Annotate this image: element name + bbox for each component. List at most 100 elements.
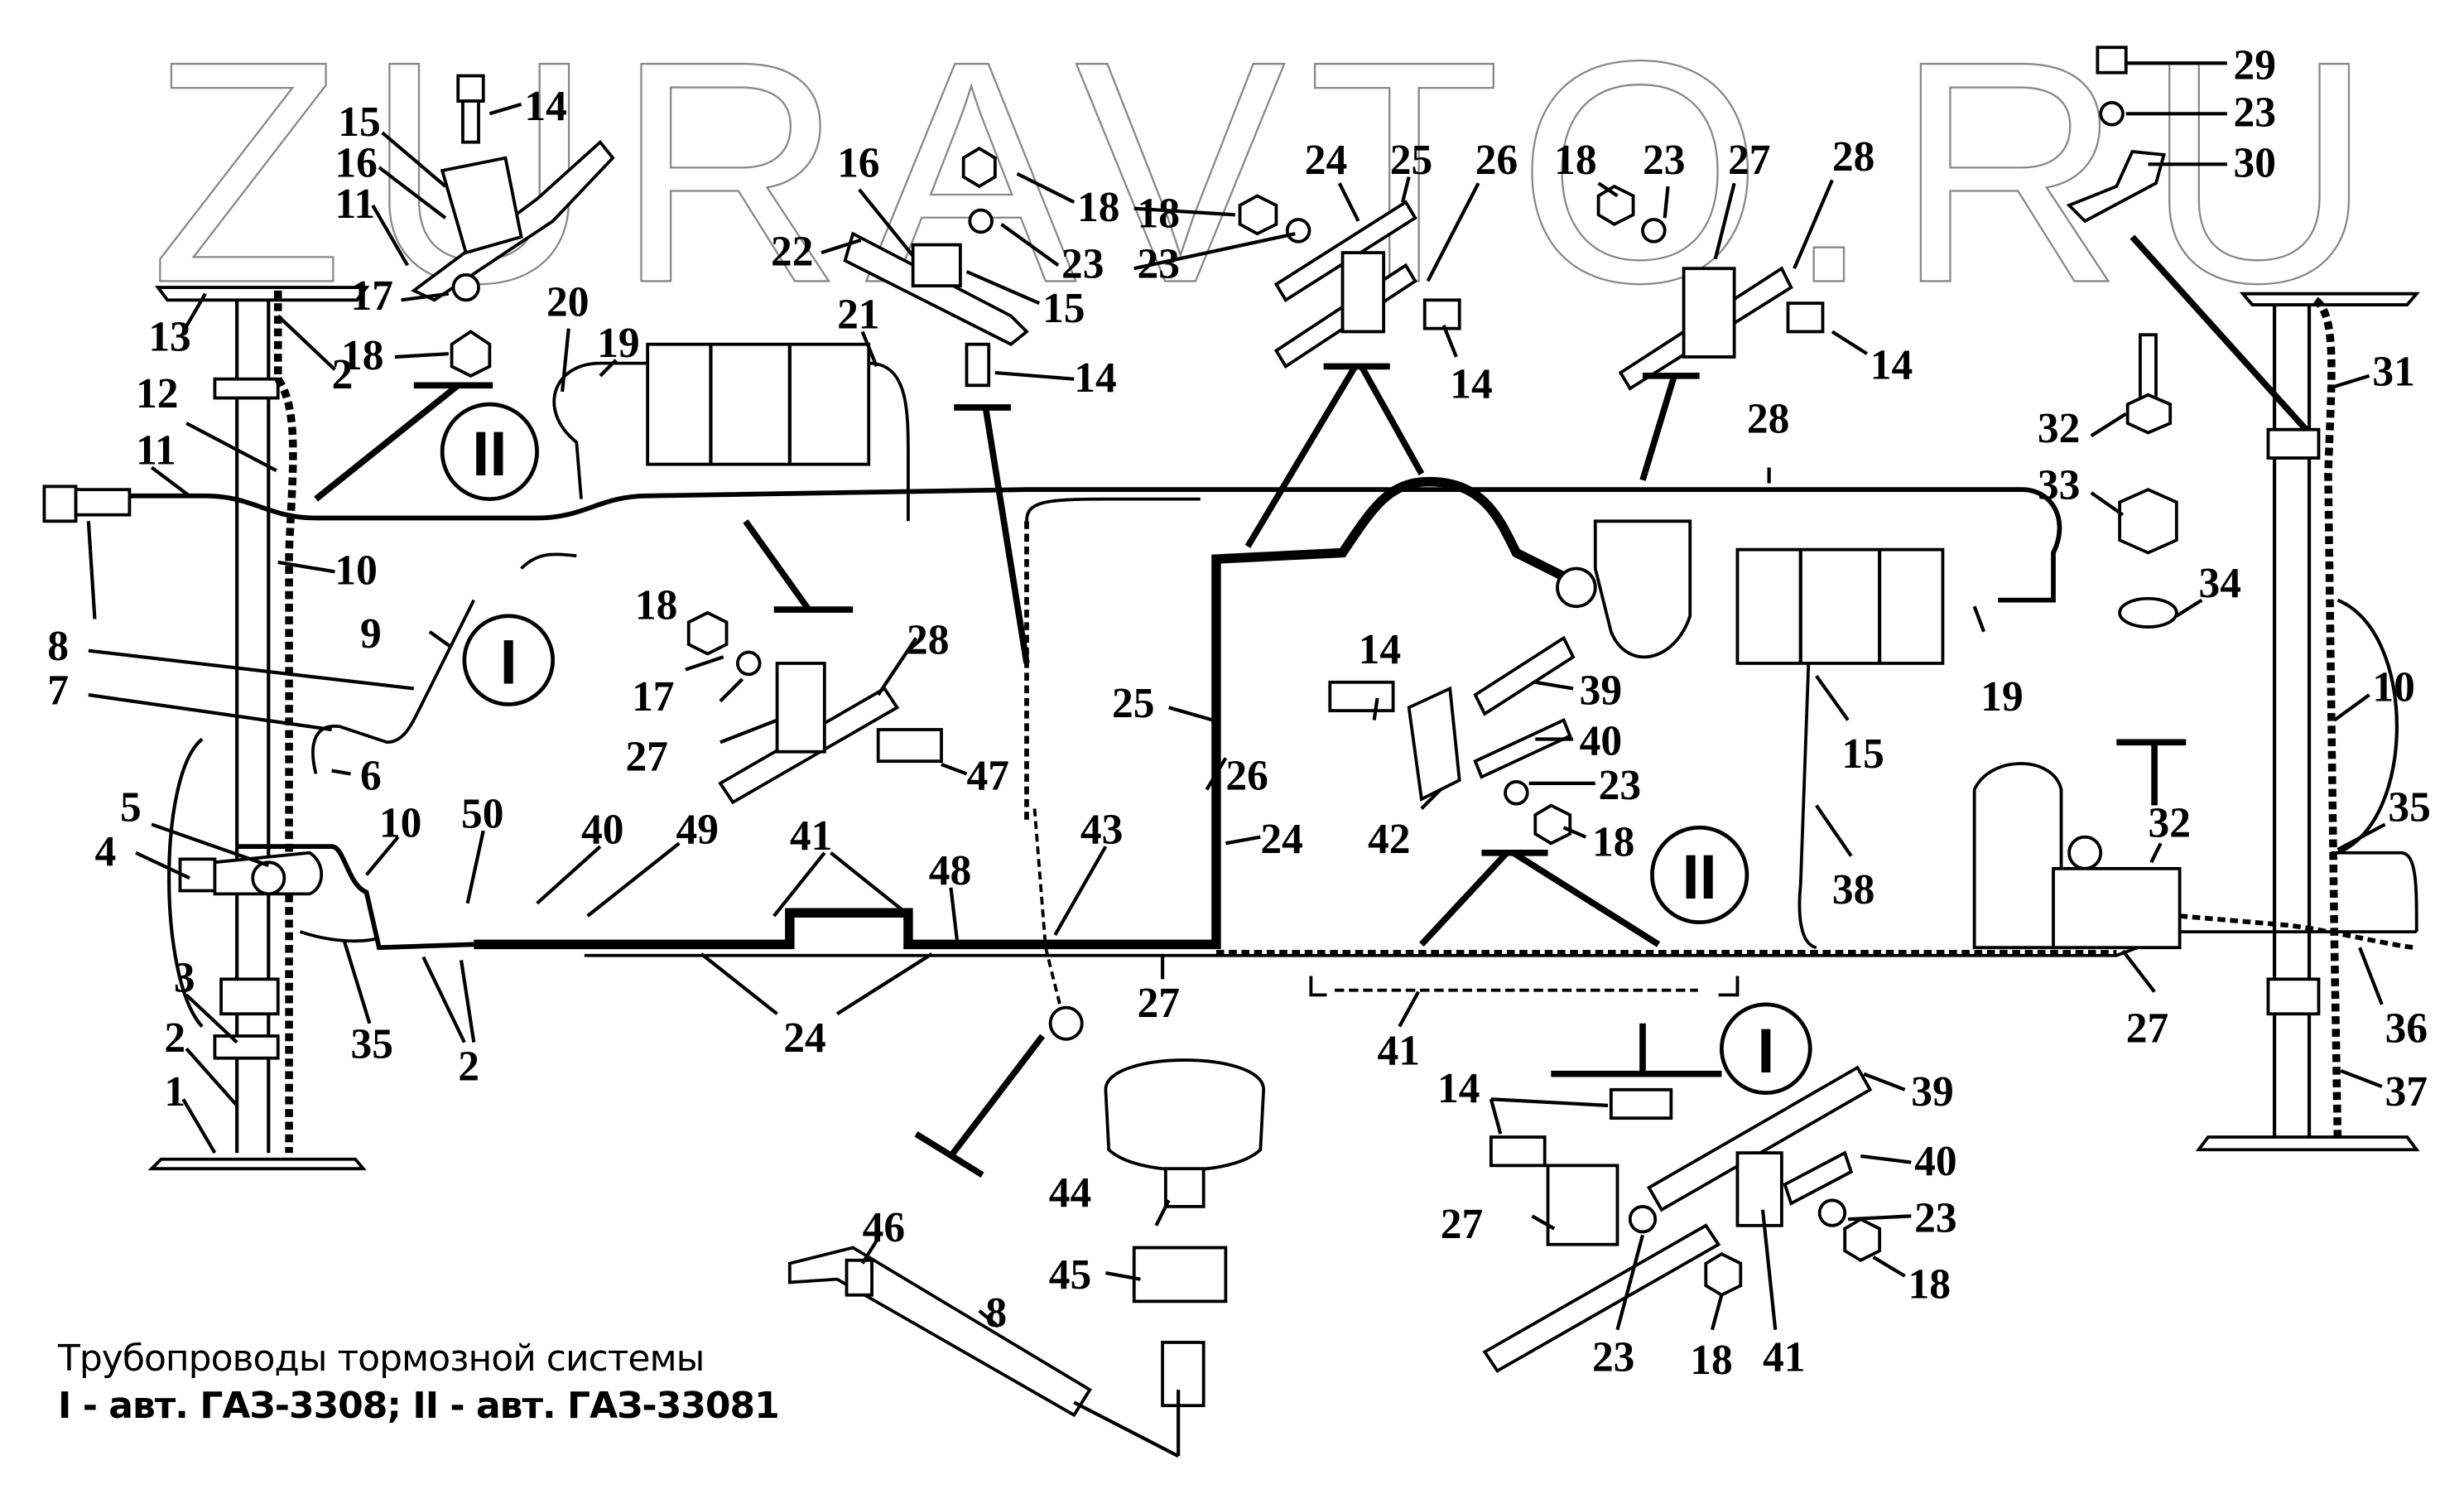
filter-44: [1104, 1058, 1266, 1172]
variant-marker-i-right: I: [1720, 1002, 1812, 1096]
callout: 23: [1914, 1194, 1956, 1241]
callout: 39: [1911, 1068, 1953, 1116]
nut-18g: [1704, 1251, 1743, 1297]
callout: 23: [1061, 241, 1104, 288]
callout: 5: [120, 784, 142, 831]
svg-text:II: II: [472, 419, 507, 489]
callout: 23: [1643, 137, 1685, 184]
callout: 19: [597, 320, 639, 367]
callout: 27: [1728, 137, 1770, 184]
callout: 2: [458, 1043, 479, 1090]
callout: 43: [1080, 806, 1123, 853]
callout: 12: [136, 370, 178, 417]
callout: 14: [524, 83, 566, 130]
callout: 25: [1112, 680, 1154, 727]
nut-18h: [1843, 1217, 1882, 1262]
callout: 27: [1138, 980, 1180, 1027]
callout: 47: [967, 752, 1009, 799]
callout: 49: [676, 806, 718, 853]
diagram-caption: Трубопроводы тормозной системы I - авт. …: [58, 1335, 780, 1429]
fitting-33: [2118, 488, 2178, 555]
callout: 14: [1437, 1065, 1480, 1112]
tube-39: [1473, 635, 1576, 716]
air-tank-right: [1735, 547, 1945, 950]
callout: 23: [1599, 762, 1641, 809]
front-axle-left: [147, 286, 370, 1171]
callout: 27: [1441, 1201, 1483, 1248]
callout: 2: [332, 351, 354, 398]
clamp-30: [2066, 150, 2166, 224]
washer-23g: [1628, 1205, 1658, 1234]
washer-17b: [735, 650, 762, 677]
watermark: ZURAVTO.RU: [150, 0, 2395, 348]
callout: 32: [2148, 800, 2190, 847]
svg-text:I: I: [1757, 1016, 1774, 1087]
brake-chamber-rear: [1556, 519, 1692, 659]
callout: 15: [1841, 730, 1884, 778]
variant-marker-ii-right: II: [1650, 825, 1749, 925]
callout: 41: [1378, 1027, 1420, 1074]
clamp-46: [845, 1258, 873, 1297]
clamp-27b: [775, 662, 826, 754]
clamp-27: [1682, 267, 1736, 359]
tube-39b: [1647, 1065, 1873, 1212]
svg-text:II: II: [1682, 842, 1716, 913]
svg-text:I: I: [500, 628, 517, 698]
clamp-27e: [1546, 1164, 1619, 1246]
callout: 25: [1390, 137, 1432, 184]
callout: 16: [334, 140, 377, 187]
callout: 21: [837, 292, 879, 339]
callout: 26: [1225, 752, 1268, 799]
bolt-icon: [456, 74, 485, 103]
callout: 18: [341, 332, 383, 379]
callout: 1: [164, 1068, 185, 1116]
nut-18: [450, 330, 492, 378]
callout: 17: [351, 272, 393, 320]
cable-43: [1032, 808, 1063, 1011]
callout: 46: [863, 1204, 905, 1251]
callout: 18: [1554, 137, 1596, 184]
leader-lines: [86, 61, 2386, 1331]
nut-18f: [1533, 803, 1572, 846]
bolt-14d: [1786, 301, 1825, 334]
callout: 18: [635, 582, 677, 629]
callout: 28: [1747, 396, 1789, 443]
hose-8: [787, 1246, 1092, 1418]
callout: 29: [2233, 41, 2275, 89]
callout: 14: [1359, 626, 1401, 673]
callout: 40: [1914, 1138, 1956, 1185]
pointer-arrows: [314, 234, 2309, 1458]
washer-23c: [1285, 218, 1311, 243]
callout: 35: [351, 1021, 393, 1068]
callout: 27: [2126, 1005, 2168, 1053]
tube-40b: [1783, 1150, 1854, 1206]
tube-bottom-fitting: [1161, 1341, 1206, 1408]
pipe-line-24: [584, 930, 2417, 957]
detail-parts: [411, 46, 2178, 1418]
clamp-15b: [911, 243, 962, 288]
callout: 42: [1368, 816, 1410, 863]
callout: 15: [1042, 285, 1085, 332]
callout-labels: 14 15 16 11 17 18 13 2 12 11 20 19 21 16…: [47, 41, 2431, 1384]
bolt-shank: [461, 99, 480, 144]
callout: 44: [1049, 1169, 1091, 1217]
washer-23e: [2099, 101, 2125, 127]
callout: 37: [2385, 1068, 2428, 1116]
clamp-41: [1735, 1151, 1783, 1227]
fitting-44-thread: [1163, 1167, 1206, 1208]
pipe-upper-main: [126, 487, 2062, 603]
callout: 14: [1450, 361, 1492, 408]
callout: 24: [1305, 137, 1347, 184]
nut-18d: [1596, 184, 1635, 226]
callout: 9: [360, 610, 382, 658]
washer-23b: [968, 208, 994, 234]
fitting-32-stem: [2139, 333, 2158, 403]
callout: 28: [1832, 133, 1874, 181]
callout: 23: [2233, 89, 2275, 137]
callout: 17: [632, 673, 674, 720]
callout: 15: [338, 99, 380, 146]
pipe-lower-main: [474, 476, 1582, 950]
callout: 41: [1763, 1333, 1805, 1381]
brake-valve-left: [42, 484, 132, 523]
